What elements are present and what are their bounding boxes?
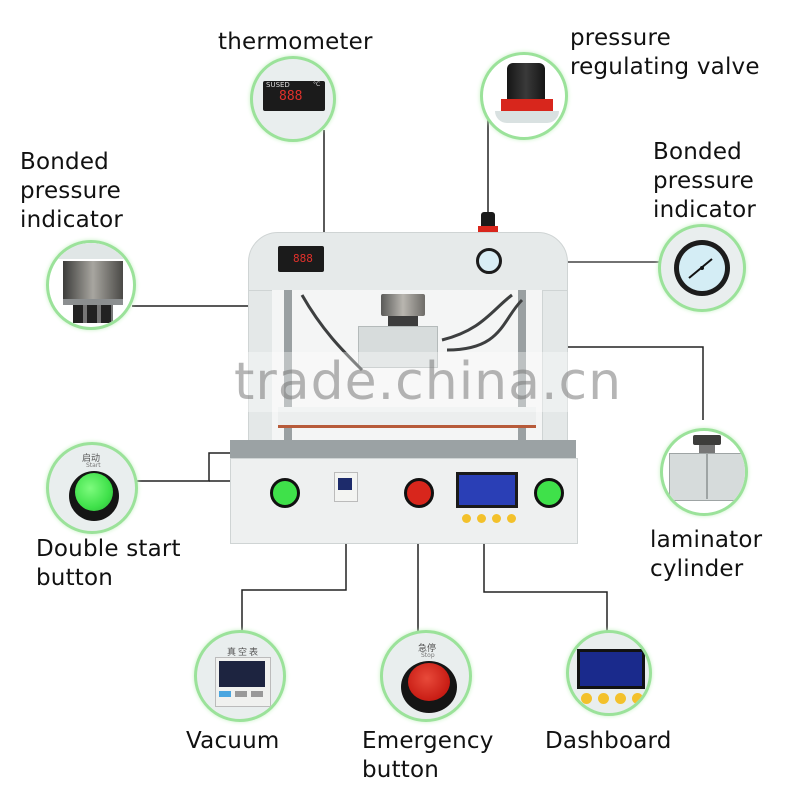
dashboard-key[interactable] (581, 693, 592, 704)
key[interactable] (492, 514, 501, 523)
dashboard-key[interactable] (598, 693, 609, 704)
guide-column (518, 290, 526, 440)
machine-thermo-digits: 888 (293, 252, 313, 265)
valve-base (495, 111, 559, 123)
air-tubes (300, 293, 524, 372)
vacuum-key[interactable] (235, 691, 247, 697)
left-indicator-label-line3: indicator (20, 207, 124, 233)
machine-valve-base (478, 226, 498, 232)
stop-cn-text: 急停 (418, 644, 437, 654)
left-indicator-callout (46, 240, 136, 330)
machine-start-button-right[interactable] (534, 478, 564, 508)
work-table (230, 440, 576, 458)
machine-start-button-left[interactable] (270, 478, 300, 508)
machine-valve (481, 212, 495, 226)
emergency-callout: 急停 Stop (380, 630, 472, 722)
left-indicator-label: Bonded pressure indicator (20, 148, 123, 235)
start-en-text: Start (86, 462, 101, 469)
thermostat-digits: 888 (279, 89, 303, 104)
emergency-label-line1: Emergency (362, 728, 494, 754)
watermark: trade.china.cn (230, 352, 627, 412)
machine-emergency-button[interactable] (404, 478, 434, 508)
indicator-stem (73, 305, 113, 323)
thermometer-label: thermometer (218, 29, 373, 55)
machine-thermometer (278, 246, 324, 272)
machine-lcd (456, 472, 518, 508)
valve-knob (507, 63, 545, 99)
key[interactable] (462, 514, 471, 523)
frame-leg-left (248, 290, 274, 467)
cylinder-label: laminator cylinder (650, 526, 762, 584)
vacuum-connector (241, 500, 347, 632)
dashboard-keypad (581, 693, 643, 704)
key[interactable] (477, 514, 486, 523)
platen (278, 407, 536, 428)
machine-keypad (462, 514, 516, 523)
dashboard-label: Dashboard (545, 728, 672, 754)
thermostat-panel (263, 81, 325, 111)
dashboard-key[interactable] (632, 693, 643, 704)
frame-leg-right (542, 290, 568, 467)
cylinder-callout (660, 428, 748, 516)
indicator-body (63, 261, 123, 299)
start-label-line2: button (36, 565, 114, 591)
cylinder-block (669, 453, 745, 501)
cylinder-cap (693, 435, 721, 445)
thermometer-callout: SUSED 888 °C (250, 56, 336, 142)
valve-label-line1: pressure (570, 25, 671, 51)
valve-label: pressure regulating valve (570, 24, 760, 82)
valve-label-line2: regulating valve (570, 54, 760, 80)
gauge-label-line3: indicator (653, 197, 757, 223)
laminator-block (358, 326, 438, 368)
gauge-label: Bonded pressure indicator (653, 138, 756, 225)
cylinder-label-line1: laminator (650, 527, 763, 553)
indicator-top-plate (49, 243, 133, 259)
thermostat-brand: SUSED (266, 81, 290, 89)
machine-vacuum-screen (338, 478, 352, 490)
stop-en-text: Stop (421, 652, 435, 659)
emergency-label: Emergency button (362, 727, 494, 785)
thermostat-unit: °C (313, 81, 321, 88)
valve-red-collar (501, 99, 553, 111)
start-button-icon[interactable] (75, 473, 113, 511)
indicator-ring (63, 299, 123, 305)
machine-gauge (476, 248, 502, 274)
head-stem (388, 316, 418, 326)
dashboard-connector (483, 512, 608, 632)
emergency-button-icon[interactable] (408, 663, 450, 701)
valve-callout (480, 52, 568, 140)
gauge-label-line2: pressure (653, 168, 754, 194)
vacuum-key[interactable] (219, 691, 231, 697)
start-cn-text: 启动 (82, 454, 101, 464)
vacuum-key[interactable] (251, 691, 263, 697)
vacuum-cn-text: 真空表 (227, 648, 261, 658)
start-button-label: Double start button (36, 535, 181, 593)
gauge-label-line1: Bonded (653, 139, 742, 165)
cylinder-seam (706, 453, 708, 499)
dashboard-key[interactable] (615, 693, 626, 704)
dashboard-callout (566, 630, 652, 716)
pressure-head (381, 294, 425, 316)
cylinder-label-line2: cylinder (650, 556, 744, 582)
left-indicator-label-line1: Bonded (20, 149, 109, 175)
cylinder-stem (699, 445, 715, 453)
start-button-callout: 启动 Start (46, 442, 138, 534)
vacuum-meter-screen (219, 661, 265, 687)
gauge-callout (658, 224, 746, 312)
vacuum-label: Vacuum (186, 728, 280, 754)
key[interactable] (507, 514, 516, 523)
machine: 888 (218, 212, 588, 550)
emergency-label-line2: button (362, 757, 440, 783)
left-indicator-label-line2: pressure (20, 178, 121, 204)
dashboard-lcd (577, 649, 645, 689)
pressure-gauge-icon (674, 240, 730, 296)
guide-column (284, 290, 292, 440)
start-label-line1: Double start (36, 536, 181, 562)
vacuum-callout: 真空表 (194, 630, 286, 722)
